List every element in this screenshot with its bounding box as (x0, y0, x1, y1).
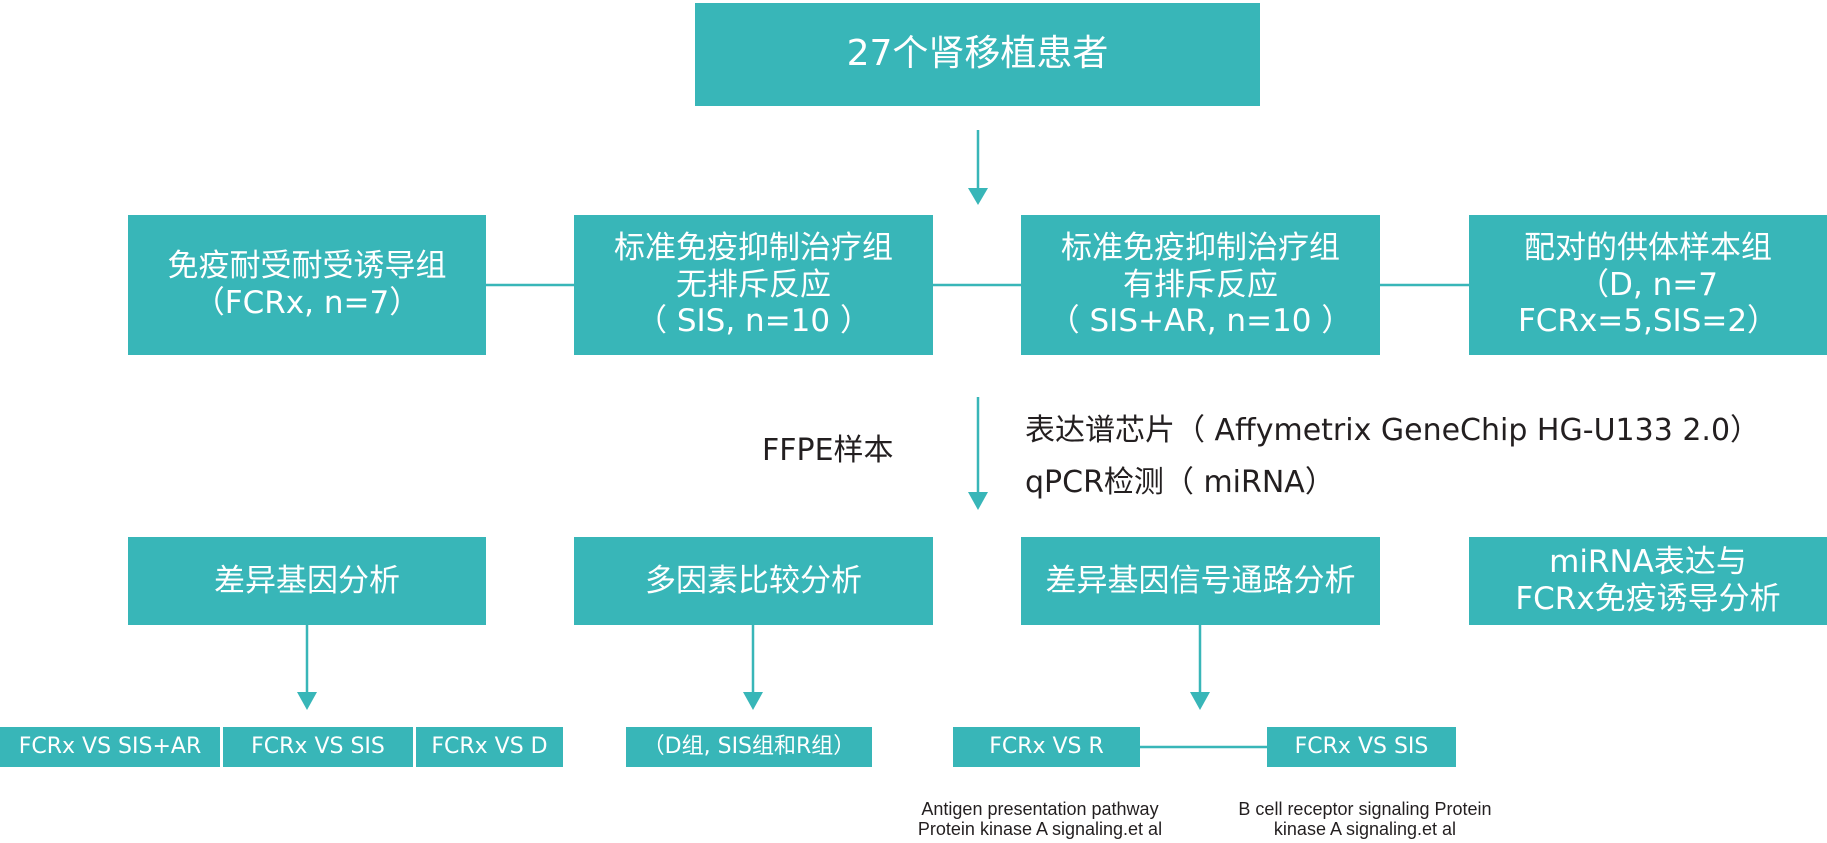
pathway-note-right: B cell receptor signaling Protein kinase… (1215, 799, 1515, 840)
group-sis-ar-line2: 有排斥反应 (1123, 266, 1278, 303)
group-sis-ar-line1: 标准免疫抑制治疗组 (1061, 230, 1340, 267)
arrow-head-3 (297, 692, 317, 710)
group-donor-line1: 配对的供体样本组 (1524, 230, 1772, 267)
comparison-fcrx-vs-sis-2: FCRx VS SIS (1267, 727, 1456, 767)
group-donor-line3: FCRx=5,SIS=2） (1517, 303, 1779, 340)
analysis-mirna-line1: miRNA表达与 (1549, 544, 1747, 581)
group-fcrx-line1: 免疫耐受耐受诱导组 (167, 248, 447, 285)
group-sis-ar-line3: （ SIS+AR, n=10 ） (1048, 303, 1353, 340)
comparison-groups-label: （D组, SIS组和R组） (642, 734, 856, 760)
pathway-note-right-line2: kinase A signaling.et al (1273, 818, 1457, 839)
qpcr-label: qPCR检测（ miRNA） (1025, 465, 1335, 500)
arrow-head-5 (1190, 692, 1210, 710)
comparison-fcrx-vs-r-label: FCRx VS R (989, 734, 1104, 760)
patients-box: 27个肾移植患者 (695, 3, 1260, 106)
group-sis-line1: 标准免疫抑制治疗组 (614, 230, 893, 267)
pathway-note-left: Antigen presentation pathway Protein kin… (880, 799, 1200, 840)
analysis-diff-genes-label: 差异基因分析 (214, 562, 400, 599)
comparison-fcrx-vs-sis-label: FCRx VS SIS (251, 734, 385, 760)
ffpe-sample-label: FFPE样本 (762, 433, 894, 468)
comparison-fcrx-vs-sis-ar-label: FCRx VS SIS+AR (18, 734, 202, 760)
analysis-diff-genes-box: 差异基因分析 (128, 537, 486, 625)
expression-chip-label: 表达谱芯片（ Affymetrix GeneChip HG-U133 2.0） (1025, 413, 1761, 448)
pathway-note-left-line1: Antigen presentation pathway (921, 799, 1159, 819)
group-fcrx-line2: （FCRx, n=7） (193, 285, 421, 321)
pathway-note-right-line1: B cell receptor signaling Protein (1238, 799, 1492, 819)
comparison-fcrx-vs-sis-2-label: FCRx VS SIS (1294, 734, 1429, 760)
group-donor-line2: （D, n=7 (1578, 266, 1718, 303)
group-sis-line3: （ SIS, n=10 ） (636, 303, 871, 340)
comparison-fcrx-vs-d-label: FCRx VS D (431, 734, 548, 760)
group-fcrx-box: 免疫耐受耐受诱导组 （FCRx, n=7） (128, 215, 486, 355)
analysis-pathway-box: 差异基因信号通路分析 (1021, 537, 1380, 625)
analysis-mirna-line2: FCRx免疫诱导分析 (1515, 581, 1781, 617)
group-sis-line2: 无排斥反应 (676, 266, 831, 303)
group-donor-box: 配对的供体样本组 （D, n=7 FCRx=5,SIS=2） (1469, 215, 1827, 355)
comparison-groups: （D组, SIS组和R组） (626, 727, 872, 767)
arrow-head-4 (743, 692, 763, 710)
analysis-multifactor-box: 多因素比较分析 (574, 537, 933, 625)
group-sis-ar-box: 标准免疫抑制治疗组 有排斥反应 （ SIS+AR, n=10 ） (1021, 215, 1380, 355)
analysis-multifactor-label: 多因素比较分析 (645, 562, 862, 599)
comparison-fcrx-vs-sis: FCRx VS SIS (223, 727, 413, 767)
group-sis-box: 标准免疫抑制治疗组 无排斥反应 （ SIS, n=10 ） (574, 215, 933, 355)
analysis-pathway-label: 差异基因信号通路分析 (1045, 562, 1356, 599)
arrow-head-2 (968, 492, 988, 510)
comparison-fcrx-vs-sis-ar: FCRx VS SIS+AR (0, 727, 220, 767)
comparison-fcrx-vs-d: FCRx VS D (416, 727, 563, 767)
patients-title: 27个肾移植患者 (846, 33, 1109, 75)
comparison-fcrx-vs-r: FCRx VS R (953, 727, 1140, 767)
arrow-head-1 (968, 188, 988, 205)
analysis-mirna-box: miRNA表达与 FCRx免疫诱导分析 (1469, 537, 1827, 625)
pathway-note-left-line2: Protein kinase A signaling.et al (917, 818, 1163, 839)
